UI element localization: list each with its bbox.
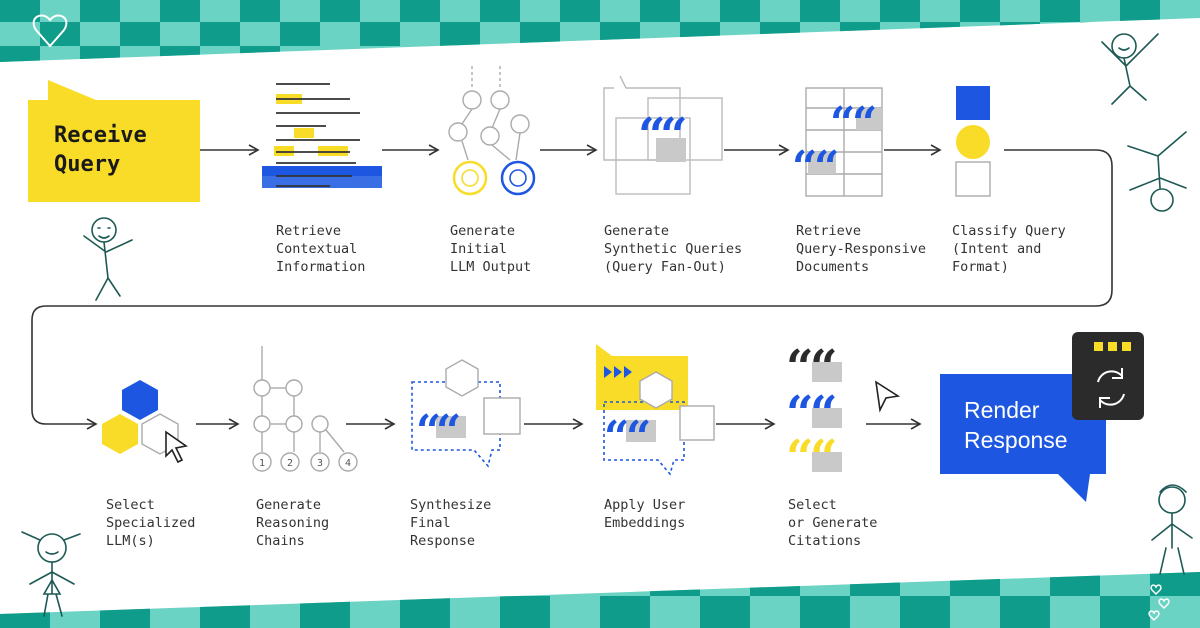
stick-figure-doodle-icon xyxy=(83,217,133,301)
refresh-icon xyxy=(1097,368,1125,408)
hexagon-cursor-icon xyxy=(102,380,188,464)
flow-connectors xyxy=(31,144,1113,430)
stick-figure-girl-doodle-icon xyxy=(21,531,81,617)
svg-text:“: “ xyxy=(810,386,838,442)
dotted-bubble-icon: “ “ xyxy=(411,359,521,468)
svg-text:“: “ xyxy=(786,386,814,442)
svg-text:“: “ xyxy=(814,142,839,193)
stick-figure-handstand-doodle-icon xyxy=(1127,131,1187,212)
svg-text:“: “ xyxy=(660,108,688,164)
svg-text:“: “ xyxy=(436,406,461,457)
render-response-bubble xyxy=(940,332,1144,502)
reasoning-step-number: 1 xyxy=(259,458,265,469)
svg-text:“: “ xyxy=(604,412,629,463)
citations-icon: “ “ “ “ “ “ xyxy=(786,340,901,486)
reasoning-step-number: 3 xyxy=(317,458,323,469)
svg-text:“: “ xyxy=(638,108,666,164)
svg-text:“: “ xyxy=(416,406,441,457)
svg-text:“: “ xyxy=(810,340,838,396)
step-label-synthetic-queries: Generate Synthetic Queries (Query Fan-Ou… xyxy=(604,223,743,275)
svg-text:“: “ xyxy=(810,430,838,486)
receive-query-label: Receive Query xyxy=(54,123,147,177)
step-label-citations: Select or Generate Citations xyxy=(788,497,878,549)
step-label-initial-output: Generate Initial LLM Output xyxy=(450,223,532,275)
heart-doodle-icon xyxy=(32,14,68,48)
reasoning-graph-icon xyxy=(252,346,358,472)
top-checker-band xyxy=(0,0,1200,62)
svg-text:“: “ xyxy=(830,98,855,149)
step-label-reasoning-chains: Generate Reasoning Chains xyxy=(256,497,330,549)
speech-bubble-quotes-icon: “ “ xyxy=(603,75,723,195)
step-label-retrieve-contextual: Retrieve Contextual Information xyxy=(276,223,366,275)
cursor-icon xyxy=(165,430,188,464)
node-tree-icon xyxy=(448,66,536,196)
document-lines-icon xyxy=(262,83,382,188)
svg-text:“: “ xyxy=(786,340,814,396)
svg-text:“: “ xyxy=(792,142,817,193)
svg-text:“: “ xyxy=(786,430,814,486)
stick-figure-curly-doodle-icon xyxy=(1151,484,1193,575)
hearts-doodle-icon xyxy=(1148,584,1170,622)
table-quotes-icon: “ “ “ “ xyxy=(792,87,883,197)
step-label-retrieve-documents: Retrieve Query-Responsive Documents xyxy=(796,223,927,275)
wrap-around-connector xyxy=(31,149,1113,430)
receive-query-bubble xyxy=(28,80,200,202)
step-label-user-embeddings: Apply User Embeddings xyxy=(604,497,686,531)
svg-text:“: “ xyxy=(626,412,651,463)
stick-figure-jumping-doodle-icon xyxy=(1101,33,1159,105)
step-label-synthesize-response: Synthesize Final Response xyxy=(410,497,492,549)
reasoning-step-number: 4 xyxy=(345,458,351,469)
shapes-stack-icon xyxy=(955,86,991,197)
cursor-icon xyxy=(874,380,901,413)
embeddings-icon: “ “ xyxy=(596,344,715,476)
step-label-classify-query: Classify Query (Intent and Format) xyxy=(952,223,1066,275)
sim-card-icon xyxy=(1072,332,1144,420)
svg-text:“: “ xyxy=(852,98,877,149)
reasoning-step-number: 2 xyxy=(287,458,293,469)
bottom-checker-band xyxy=(0,572,1200,628)
render-response-label: Render Response xyxy=(964,397,1068,453)
step-label-select-llm: Select Specialized LLM(s) xyxy=(106,497,196,549)
